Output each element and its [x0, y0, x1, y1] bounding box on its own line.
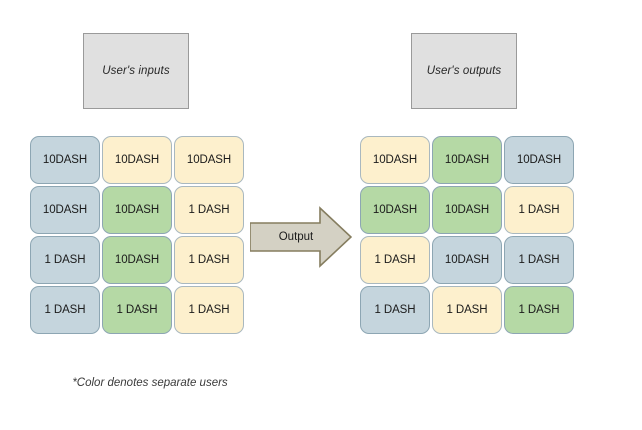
output-arrow-icon	[250, 206, 352, 268]
footnote-color-legend: *Color denotes separate users	[72, 377, 228, 389]
grid-cell: 10DASH	[432, 186, 502, 234]
grid-cell: 1 DASH	[174, 236, 244, 284]
grid-cell: 10DASH	[102, 186, 172, 234]
users-inputs-label: User's inputs	[102, 65, 170, 77]
grid-cell: 10DASH	[174, 136, 244, 184]
grid-cell: 10DASH	[30, 136, 100, 184]
grid-cell: 10DASH	[504, 136, 574, 184]
grid-cell: 1 DASH	[102, 286, 172, 334]
grid-cell: 1 DASH	[504, 286, 574, 334]
grid-cell: 1 DASH	[174, 186, 244, 234]
grid-cell: 1 DASH	[432, 286, 502, 334]
grid-cell: 10DASH	[30, 186, 100, 234]
grid-cell: 10DASH	[102, 236, 172, 284]
grid-cell: 1 DASH	[30, 286, 100, 334]
grid-cell: 1 DASH	[504, 236, 574, 284]
grid-cell: 10DASH	[360, 186, 430, 234]
grid-cell: 1 DASH	[360, 236, 430, 284]
grid-cell: 1 DASH	[174, 286, 244, 334]
users-inputs-box: User's inputs	[83, 33, 189, 109]
grid-cell: 10DASH	[432, 236, 502, 284]
users-outputs-label: User's outputs	[426, 65, 502, 77]
grid-cell: 10DASH	[432, 136, 502, 184]
grid-cell: 1 DASH	[360, 286, 430, 334]
grid-cell: 1 DASH	[504, 186, 574, 234]
grid-cell: 10DASH	[360, 136, 430, 184]
users-outputs-box: User's outputs	[411, 33, 517, 109]
grid-cell: 1 DASH	[30, 236, 100, 284]
grid-cell: 10DASH	[102, 136, 172, 184]
